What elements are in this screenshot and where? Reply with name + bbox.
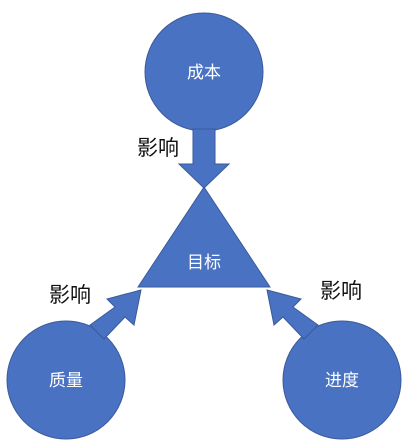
cost-label: 成本	[187, 63, 221, 83]
schedule-label: 进度	[325, 371, 359, 391]
cost-to-target-arrow	[177, 128, 231, 189]
target-label: 目标	[187, 253, 221, 273]
schedule-arrow-shape	[266, 289, 319, 340]
schedule-influence-label: 影响	[320, 279, 362, 303]
quality-to-target-arrow	[89, 289, 142, 340]
quality-node: 质量	[6, 320, 126, 440]
quality-arrow-shape	[89, 289, 142, 340]
cost-node: 成本	[144, 12, 264, 132]
quality-label: 质量	[49, 371, 83, 391]
cost-arrow-shape	[177, 128, 231, 189]
cost-influence-label: 影响	[137, 136, 179, 160]
quality-influence-label: 影响	[49, 283, 91, 307]
schedule-to-target-arrow	[266, 289, 319, 340]
schedule-node: 进度	[282, 320, 402, 440]
quality-circle	[6, 320, 126, 440]
schedule-circle	[282, 320, 402, 440]
target-node: 目标	[137, 186, 271, 288]
target-triangle	[137, 186, 271, 288]
